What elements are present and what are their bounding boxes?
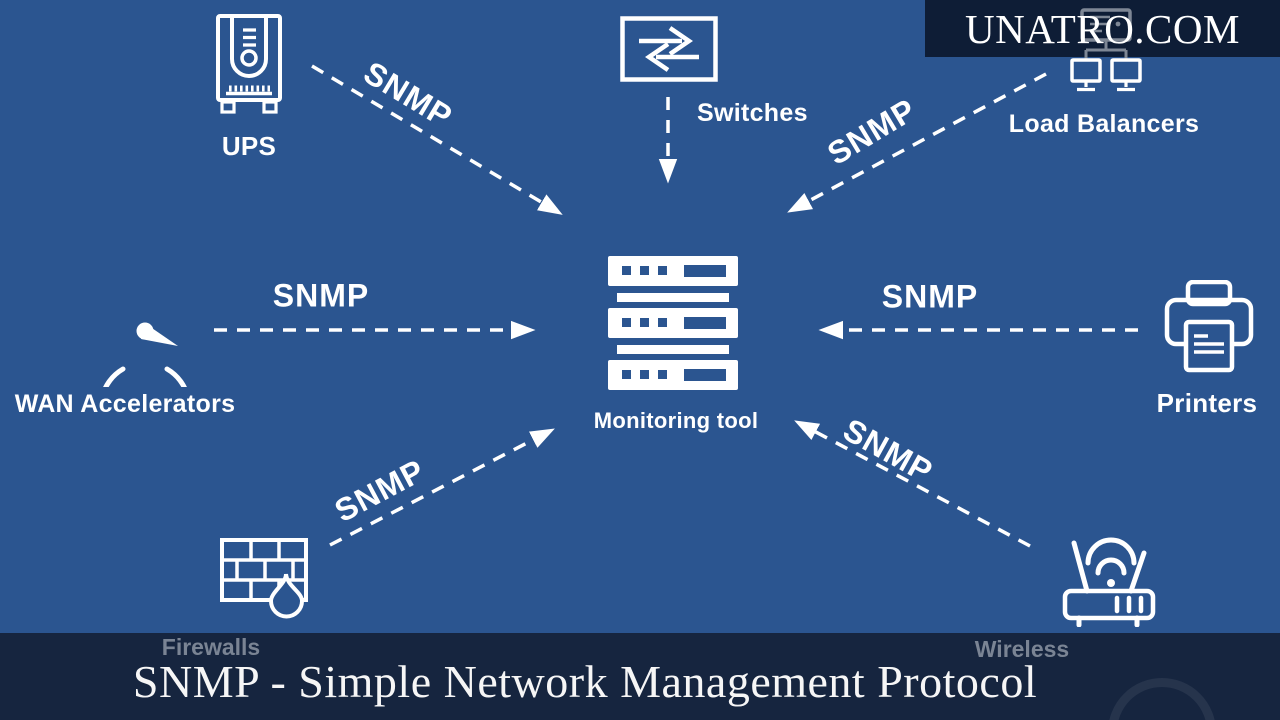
load-balancers-label: Load Balancers [1008,110,1200,138]
switches-label: Switches [697,99,808,127]
wan-accelerators-label: WAN Accelerators [14,390,236,418]
snmp-label-ups: SNMP [357,54,459,135]
printers-label: Printers [1156,388,1258,418]
snmp-label-wireless: SNMP [837,411,940,490]
monitoring-tool-label: Monitoring tool [593,408,759,433]
arrow-ups-to-monitor [311,64,563,215]
switch-icon [620,16,718,82]
firewall-icon [220,538,310,628]
ups-label: UPS [221,131,277,161]
wifi-router-icon [1061,531,1157,627]
printer-icon [1163,280,1255,374]
page-title: SNMP - Simple Network Management Protoco… [132,656,1038,707]
firewalls-label: Firewalls [161,634,261,660]
wireless-label: Wireless [974,636,1070,662]
ups-icon [216,14,282,116]
gauge-icon [93,283,197,387]
snmp-label-printers: SNMP [881,278,979,315]
server-rack-icon [608,256,738,390]
load-balancer-icon [1054,8,1158,98]
snmp-label-wan: SNMP [272,277,370,314]
snmp-label-firewalls: SNMP [328,452,431,530]
site-title: UNATRO.COM [965,6,1240,52]
title-banner [0,633,1280,720]
snmp-label-load-balancers: SNMP [821,91,923,172]
